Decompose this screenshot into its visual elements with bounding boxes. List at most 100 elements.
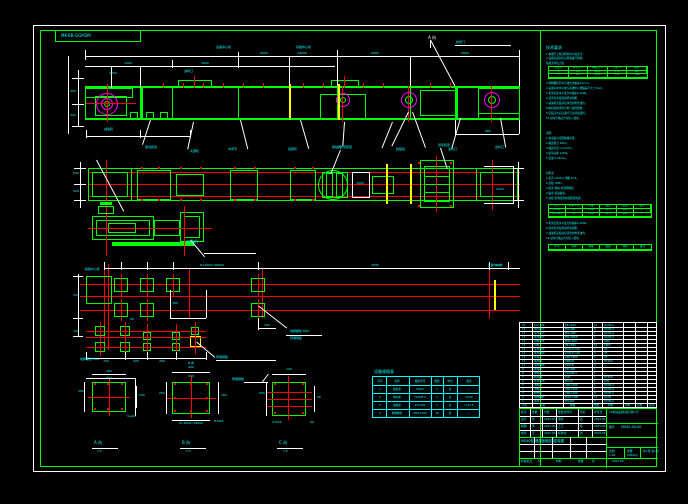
pt-r0c1: 11 xyxy=(566,209,583,213)
detail-b-bolt xyxy=(174,410,176,412)
detail-c-bolt xyxy=(302,412,304,414)
pl-r18-no: 2 xyxy=(522,395,524,399)
fnd-inner-dim-v xyxy=(170,290,171,318)
detail-b-bolt xyxy=(190,383,192,385)
pl-r7-name: 尾部链轮 xyxy=(534,351,545,355)
parts-list-table: 20 机壳盖板 δ6×400 12 Q235-A 19 中间机壳 MS-400 … xyxy=(519,322,657,408)
detail-a-dim-left xyxy=(84,382,85,412)
rt-r0c4: kN xyxy=(627,70,647,75)
pt-h0: 型号 xyxy=(549,205,566,209)
fnd-left-note: 地脚螺栓 M20 xyxy=(80,357,100,361)
plan-section-1 xyxy=(137,170,171,200)
dim-ext-left-2 xyxy=(68,56,69,134)
pl-r9-mat: HT200 xyxy=(604,359,613,363)
pl-r18-spec: M20×400 xyxy=(565,395,579,399)
dim-text: 6000 xyxy=(461,51,469,55)
pl-r3-qty: 1 xyxy=(594,335,596,339)
pl-r4-spec: M80-200 xyxy=(565,339,577,343)
detail-c-cl-h1 xyxy=(266,392,312,393)
dim-text: 6000 xyxy=(260,51,268,55)
fnd-dim-tick xyxy=(73,336,83,337)
plan-dim-tick xyxy=(514,168,524,169)
plan-tensioner-rib3 xyxy=(424,192,450,193)
fnd-dim-ext xyxy=(489,262,490,270)
motor-param-table: 型号 功率 kW 转速 速比 质量 备注 MS11 11 1450 31.5 3… xyxy=(548,204,652,218)
drawing-code-stamp: MK-BB-GGM3M xyxy=(55,30,141,42)
note-line-8: 8.电机接线须符合电气规范要求。 xyxy=(546,107,585,110)
pl-r16-qty: 1 xyxy=(594,387,596,391)
bolt-mark xyxy=(180,199,182,201)
plan-yellow-mark-1 xyxy=(386,164,388,204)
fnd-leader-shelf-2 xyxy=(216,360,276,361)
bolt-mark xyxy=(450,162,452,164)
pt-h2: 转速 xyxy=(583,205,600,209)
detail-a-dim-h: 250 xyxy=(78,389,84,393)
pt-r1c3: 31.5 xyxy=(600,213,617,217)
pl-col-h0: 序号 xyxy=(522,404,528,407)
rt-h3: 力矩 M xyxy=(607,67,628,71)
fnd-dim-text-2: 3000 xyxy=(371,263,379,267)
fnd-vaxis-1 xyxy=(104,264,105,350)
fnd-dim-text-8: 520 xyxy=(133,359,139,363)
detail-b-bolt xyxy=(206,383,208,385)
fnd-dim-line-b xyxy=(258,328,276,329)
tb-weight-label: 重量 xyxy=(627,449,633,453)
detail-a-bolt xyxy=(107,383,109,385)
pl-r13-spec: TL8 xyxy=(565,375,570,379)
pl-r0-mat: Q235-A xyxy=(604,323,614,327)
callout-centerline: 设备中心线 xyxy=(216,45,232,49)
spec-r2c0: 3 xyxy=(379,403,381,407)
fnd-detail-ref: B 向 xyxy=(188,361,195,365)
pt-r0c3: 31.5 xyxy=(600,209,617,213)
dim-ext xyxy=(455,120,456,134)
rt-h1: 水平力 H xyxy=(568,67,589,71)
pl-r2-mat: Q235-A xyxy=(604,331,614,335)
s3-line-5: 5.涂装 防锈底漆两道面漆两道。 xyxy=(546,197,584,200)
detail-a-dim-h2: 200 xyxy=(139,393,145,397)
s2-line-5: 5.链速 0.25m/s。 xyxy=(546,157,568,160)
detail-a-bolt xyxy=(121,383,123,385)
dim-line-right xyxy=(455,134,519,135)
plan-tensioner-rib2 xyxy=(424,184,450,185)
detail-c-leader xyxy=(244,382,268,383)
pl-r18-qty: 16 xyxy=(594,395,598,399)
tb-name-3: 赵 xyxy=(580,417,583,421)
fnd-axis-mid xyxy=(80,296,520,297)
tb-dwgno: MS40-00-00 xyxy=(621,425,642,429)
bt-h1: 名称 xyxy=(566,245,583,250)
pl-r14-mat: 组件 xyxy=(604,379,610,383)
rt-r0c0: 1 xyxy=(549,70,569,75)
pl-col-h7: 备注 xyxy=(649,404,655,407)
inspection-hatch-top xyxy=(331,80,359,87)
detail-b-caption-rule xyxy=(180,448,206,449)
spec-h3: 数量 xyxy=(434,379,440,383)
callout-motor: 电动机 xyxy=(186,239,198,244)
pl-r18-mat: Q235 xyxy=(604,395,612,399)
motor-centerline-v xyxy=(106,208,107,256)
detail-a-caption-rule xyxy=(92,448,118,449)
pl-col-div xyxy=(563,323,564,407)
spec-r1c3: 1 xyxy=(436,395,438,399)
pt-r1c5: — xyxy=(634,213,651,217)
pl-r1-name: 中间机壳 xyxy=(534,327,545,331)
dim-text: 450 xyxy=(70,89,76,93)
dim-tick xyxy=(72,126,84,127)
pt-r0c4: 380 xyxy=(617,209,634,213)
dim-ext xyxy=(519,50,520,86)
notes-section2-heading: 说明： xyxy=(546,132,554,135)
cluster-cl xyxy=(125,322,126,356)
support-beam-3 xyxy=(455,118,511,119)
bolt-mark xyxy=(294,167,296,169)
tb-date-2: 2015.03 xyxy=(544,431,556,435)
mid-shaft-circle xyxy=(340,97,346,103)
detail-c-bolt xyxy=(274,412,276,414)
fnd-dim-ext xyxy=(508,262,509,270)
pt-r0c5: — xyxy=(634,209,651,213)
plan-local-detail-box xyxy=(352,172,370,198)
plan-yellow-mark-2 xyxy=(410,164,412,204)
detail-c-extra: 60 xyxy=(310,420,314,424)
pl-col-h6: 总重 xyxy=(637,404,643,407)
plan-dim-text-3: 1000 xyxy=(356,181,364,185)
detail-b-bolt xyxy=(206,397,208,399)
